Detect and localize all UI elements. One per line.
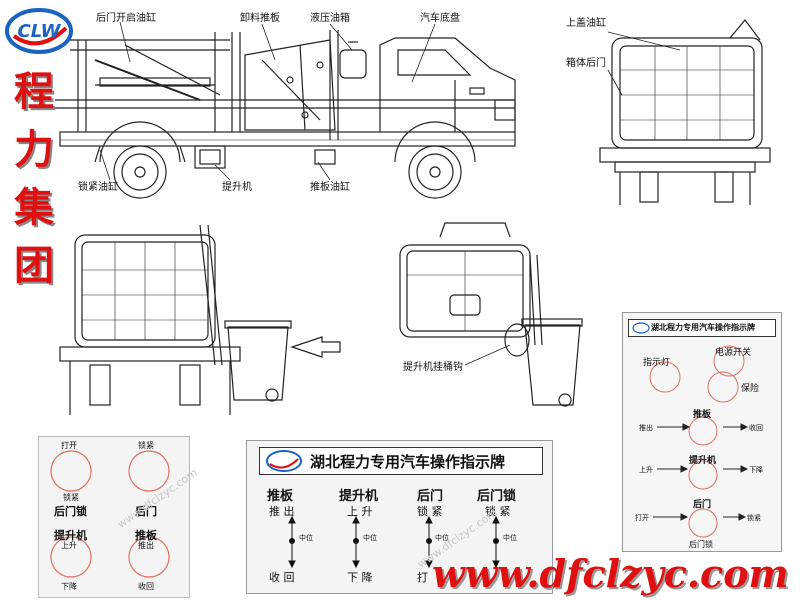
main-title: 湖北程力专用汽车操作指示牌 <box>310 453 506 471</box>
tall-fuse: 保险 <box>741 384 760 394</box>
brand-char-4: 团 <box>14 242 54 289</box>
tall-power-switch: 电源开关 <box>715 348 752 358</box>
label-lock-cylinder: 锁紧油缸 <box>78 182 118 193</box>
switch-arrow-3 <box>425 515 433 569</box>
label-box-rear-door: 箱体后门 <box>566 58 606 69</box>
main-col-top-4: 锁 紧 <box>485 505 511 518</box>
label-top-cover-cylinder: 上盖油缸 <box>566 18 606 29</box>
small-rear-door-lock: 后门锁 <box>54 505 87 518</box>
main-col-header-4: 后门锁 <box>477 489 517 504</box>
main-col-mid-1: 中位 <box>299 534 313 542</box>
truck-rear-bin-view <box>50 215 350 425</box>
switch-arrow-4 <box>492 515 500 569</box>
tall-rear-door: 后门 <box>693 500 712 510</box>
small-lifter: 提升机 <box>54 529 87 542</box>
main-col-mid-4: 中位 <box>503 534 517 542</box>
main-col-header-3: 后门 <box>417 489 444 504</box>
main-col-top-3: 锁 紧 <box>417 505 443 518</box>
label-unload-pusher: 卸料推板 <box>240 13 280 24</box>
switch-arrow-1 <box>288 515 296 569</box>
main-col-bottom-1: 收 回 <box>269 571 295 584</box>
tall-open: 打开 <box>635 514 649 522</box>
main-col-mid-2: 中位 <box>363 534 377 542</box>
small-retract: 收回 <box>138 582 154 591</box>
switch-arrow-2 <box>352 515 360 569</box>
truck-lift-hook-view <box>385 215 595 415</box>
tall-pusher: 推板 <box>693 410 712 420</box>
small-down: 下降 <box>61 582 77 591</box>
label-lifter-hook: 提升机挂桶钩 <box>403 362 463 373</box>
main-col-header-1: 推板 <box>267 489 294 504</box>
small-up: 上升 <box>61 541 77 550</box>
tall-title-bar: 湖北程力专用汽车操作指示牌 <box>628 319 776 337</box>
main-col-top-1: 推 出 <box>269 505 295 518</box>
small-pusher: 推板 <box>135 529 157 542</box>
main-col-mid-3: 中位 <box>435 534 449 542</box>
tall-down: 下降 <box>749 466 763 474</box>
small-rear-door: 后门 <box>135 505 157 518</box>
small-lock-2: 锁紧 <box>63 493 79 502</box>
control-panel-main: 湖北程力专用汽车操作指示牌 推板 推 出 中位 收 回 提升机 上 升 中位 下… <box>246 440 553 594</box>
small-push-out: 推出 <box>138 541 154 550</box>
tall-lock: 锁紧 <box>747 514 761 522</box>
main-col-bottom-3: 打 <box>417 571 428 584</box>
brand-char-1: 程 <box>14 68 54 115</box>
control-panel-tall: 湖北程力专用汽车操作指示牌 电源开关 指示灯 保险 推板 推出 收回 提升机 上… <box>622 312 782 552</box>
tall-lifter: 提升机 <box>689 456 717 466</box>
label-hydraulic-tank: 液压油箱 <box>310 13 350 24</box>
website-url[interactable]: www.dfclzyc.com <box>432 551 789 596</box>
small-lock: 锁紧 <box>138 441 154 450</box>
label-rear-door-cylinder: 后门开启油缸 <box>96 13 156 24</box>
truck-rear-view <box>560 0 800 210</box>
truck-side-view <box>0 0 530 220</box>
control-panel-small: 打开 锁紧 锁紧 后门锁 后门 提升机 推板 上升 推出 下降 收回 <box>38 436 190 598</box>
tall-retract: 收回 <box>749 424 763 432</box>
logo-text: CLW <box>18 21 62 42</box>
brand-logo: CLW <box>4 6 74 56</box>
tall-logo-icon <box>632 322 650 334</box>
main-col-bottom-2: 下 降 <box>347 571 373 584</box>
small-open: 打开 <box>61 441 77 450</box>
brand-char-2: 力 <box>14 126 54 173</box>
main-col-top-2: 上 升 <box>347 505 373 518</box>
label-chassis: 汽车底盘 <box>420 13 460 24</box>
tall-rear-door-lock: 后门锁 <box>689 540 713 549</box>
main-col-header-2: 提升机 <box>339 489 379 504</box>
main-title-bar: 湖北程力专用汽车操作指示牌 <box>259 447 543 475</box>
tall-up: 上升 <box>639 466 653 474</box>
label-pusher-cylinder: 推板油缸 <box>310 182 350 193</box>
tall-indicator: 指示灯 <box>643 358 671 368</box>
tall-push-out: 推出 <box>639 424 653 432</box>
brand-char-3: 集 <box>14 184 54 231</box>
tall-title: 湖北程力专用汽车操作指示牌 <box>651 323 755 332</box>
label-lifter: 提升机 <box>222 182 252 193</box>
